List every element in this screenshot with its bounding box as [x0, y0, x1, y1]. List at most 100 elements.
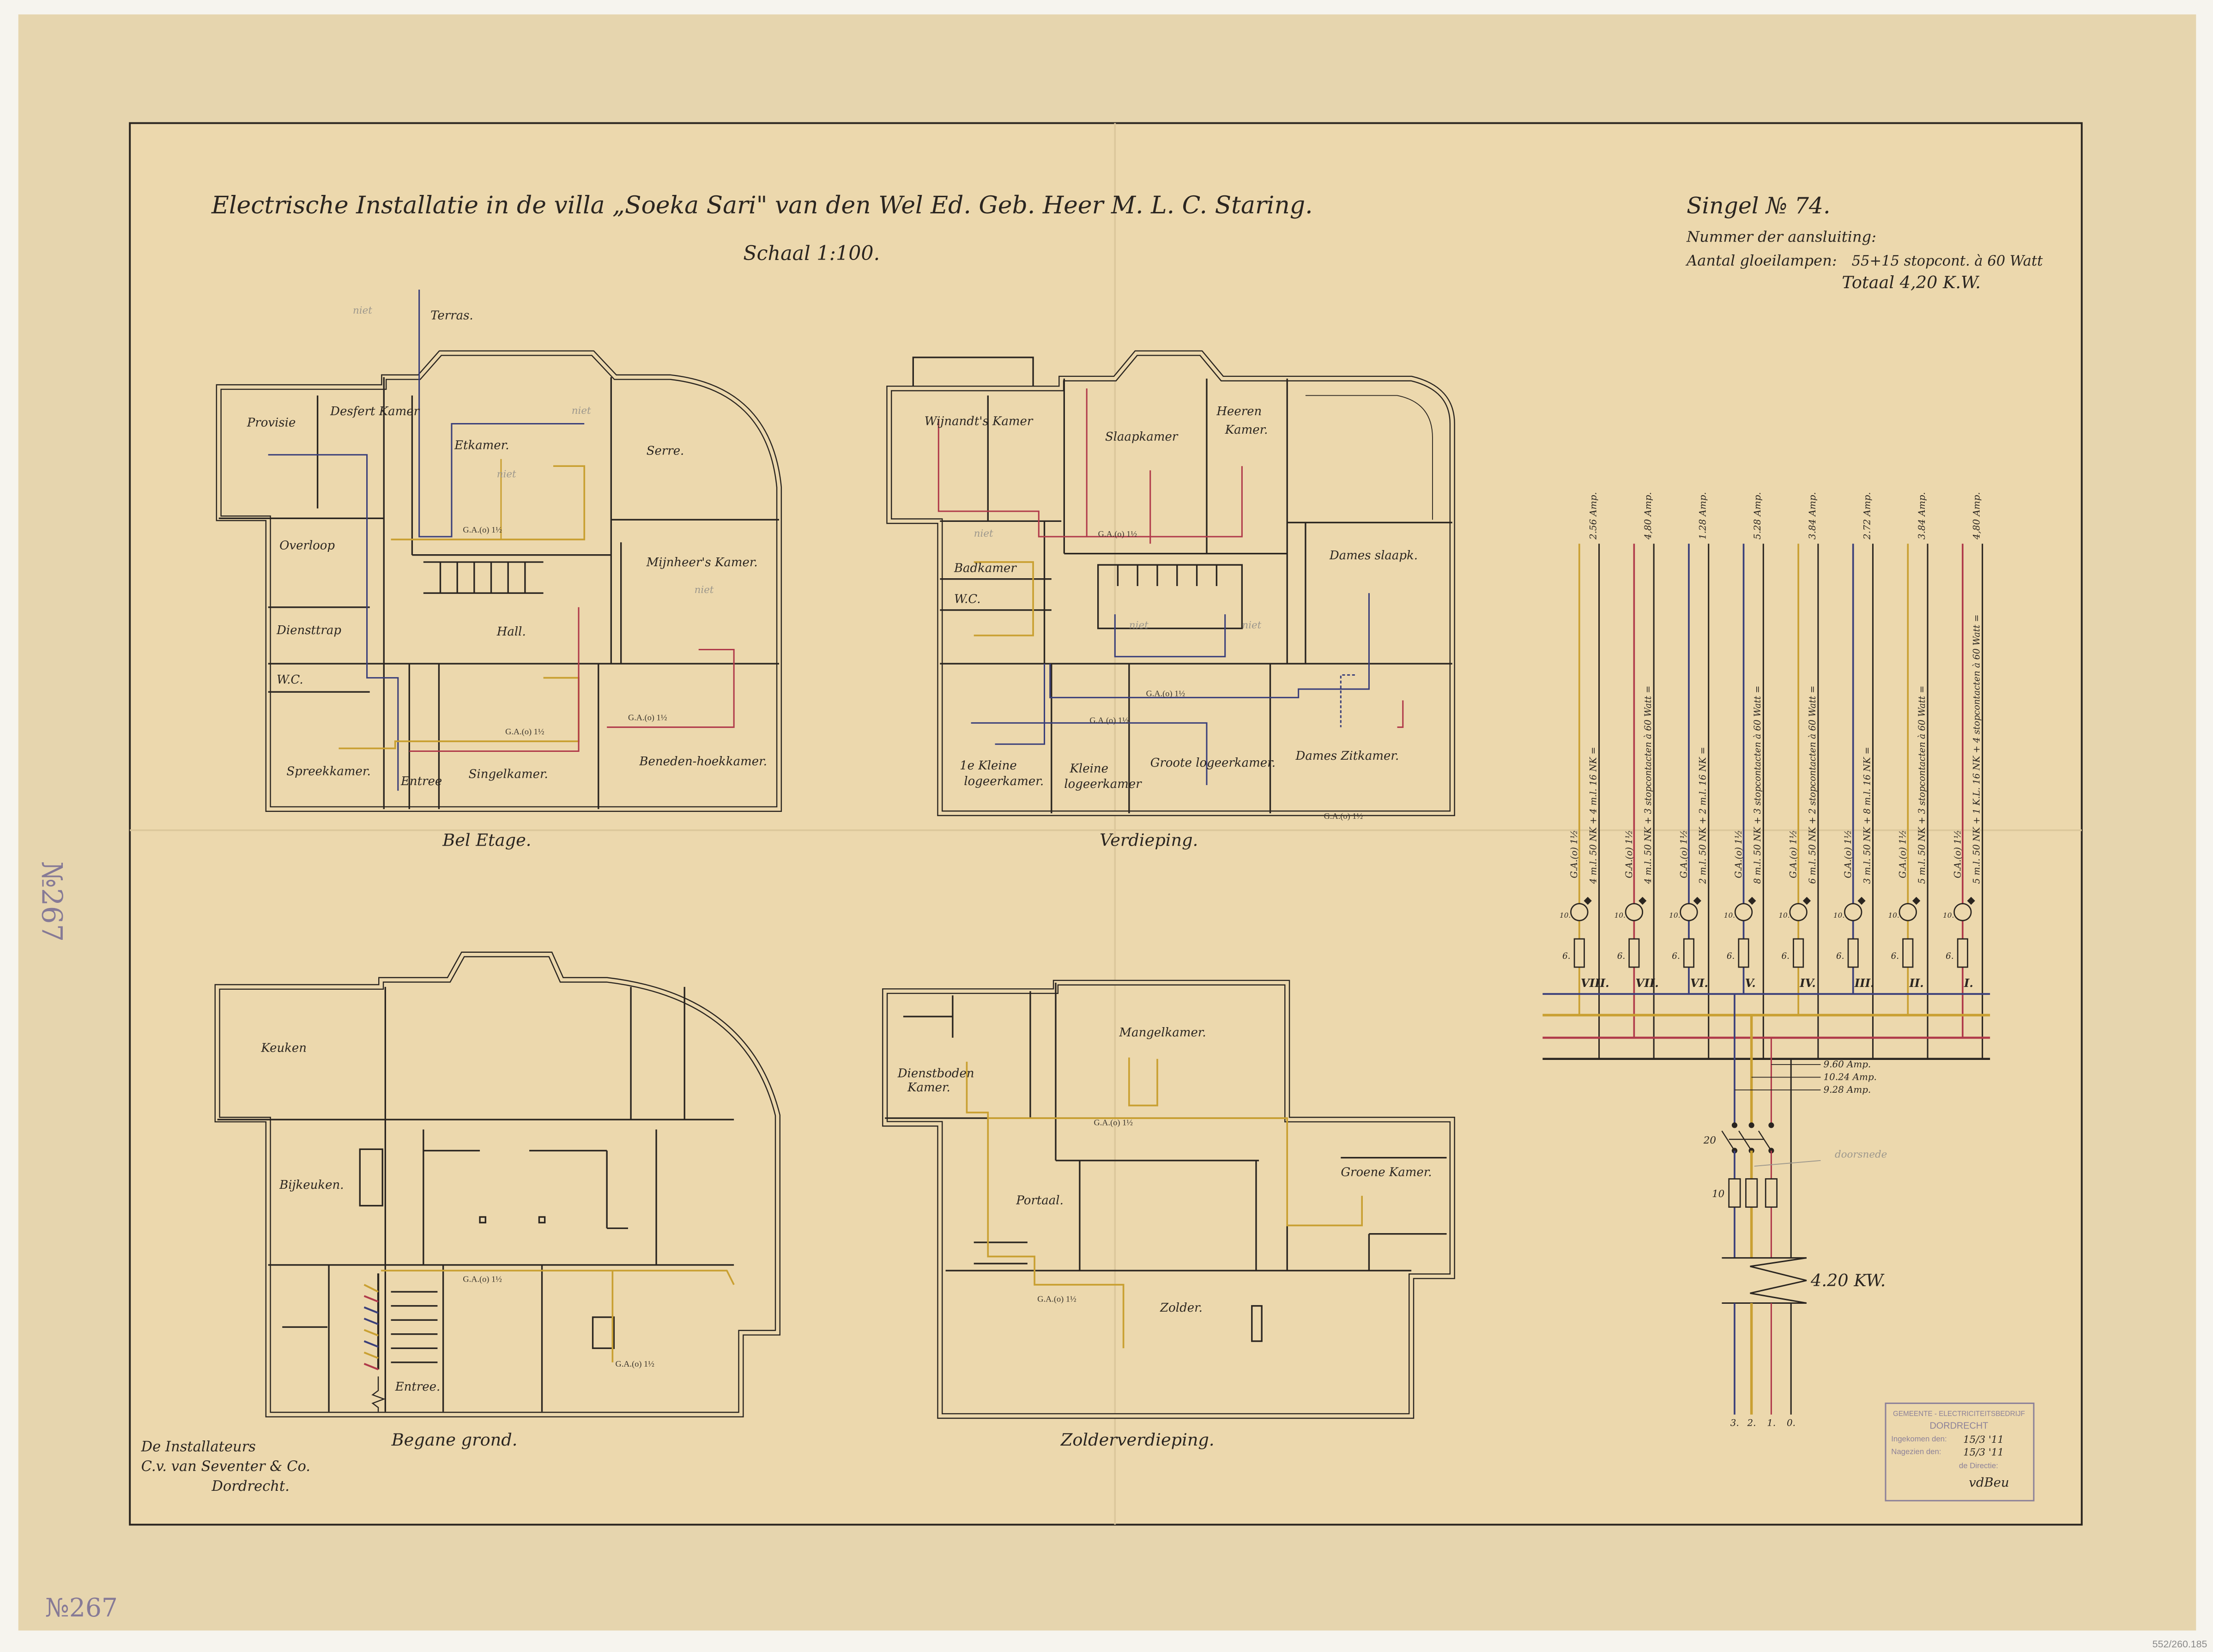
circuit-fuse-rating: 6.	[1781, 951, 1790, 961]
circuit-number: V.	[1745, 976, 1756, 990]
circuit-switch-rating: 10.	[1888, 911, 1899, 920]
circuit-switch-rating: 10.	[1724, 911, 1735, 920]
room-label: Kamer.	[907, 1081, 950, 1095]
room-label: Provisie	[247, 416, 296, 430]
stamp-checked-label: Nagezien den:	[1891, 1447, 1941, 1456]
stamp-org: GEMEENTE - ELECTRICITEITSBEDRIJF	[1893, 1410, 2025, 1418]
circuit-number: IV.	[1799, 976, 1816, 990]
circuit-switch-rating: 10.	[1560, 911, 1571, 920]
phase-current: 9.60 Amp.	[1824, 1059, 1871, 1070]
circuit-number: VI.	[1690, 976, 1708, 990]
connection-info: Singel № 74. Nummer der aansluiting: Aan…	[1685, 193, 2043, 292]
circuit-load: 4 m.l. 50 NK + 3 stopcontacten à 60 Watt…	[1643, 686, 1653, 884]
cable-label: G.A.(o) 1½	[1324, 811, 1363, 821]
circuit-cable: G.A.(o) 1½	[1569, 830, 1579, 878]
room-label: Kamer.	[1225, 423, 1268, 437]
address: Singel № 74.	[1687, 193, 1830, 219]
room-label: Overloop	[279, 539, 335, 553]
lamps-label: Aantal gloeilampen:	[1685, 252, 1837, 269]
cable-label: G.A.(o) 1½	[505, 727, 544, 737]
room-label: Beneden-hoekkamer.	[639, 755, 767, 769]
lamps-value: 55+15 stopcont. à 60 Watt	[1852, 253, 2044, 269]
pencil-note: niet	[497, 469, 516, 480]
circuit-switch-rating: 10.	[1943, 911, 1954, 920]
stamp-city: DORDRECHT	[1929, 1421, 1988, 1431]
circuit-fuse-rating: 6.	[1891, 951, 1899, 961]
circuit-cable: G.A.(o) 1½	[1843, 830, 1853, 878]
circuit-cable: G.A.(o) 1½	[1952, 830, 1963, 878]
circuit-load: 5 m.l. 50 NK + 3 stopcontacten à 60 Watt…	[1917, 686, 1927, 884]
room-label: Singelkamer.	[469, 768, 548, 781]
room-label: Portaal.	[1016, 1194, 1063, 1208]
room-label: Serre.	[647, 444, 684, 458]
distribution-board-sketch	[363, 1273, 386, 1412]
stamp-received-label: Ingekomen den:	[1891, 1434, 1947, 1443]
current-arrows	[1734, 1064, 1821, 1090]
circuit-number: VIII.	[1581, 976, 1609, 990]
installers-line: De Installateurs	[141, 1439, 256, 1455]
plan-title: Verdieping.	[1100, 830, 1198, 850]
phase-label: 0.	[1787, 1417, 1796, 1428]
pencil-note: niet	[572, 405, 591, 417]
archive-catalog-number: 552/260.185	[2153, 1639, 2207, 1650]
circuit-current: 5.28 Amp.	[1752, 492, 1763, 539]
circuit-current: 3.84 Amp.	[1807, 492, 1818, 539]
circuit-cable: G.A.(o) 1½	[1678, 830, 1689, 878]
circuit-switch-rating: 10.	[1614, 911, 1626, 920]
room-label: Badkamer	[954, 561, 1017, 575]
plan-title: Bel Etage.	[442, 830, 531, 850]
circuit-fuse	[1847, 938, 1859, 968]
circuit-fuse	[1628, 938, 1640, 968]
circuit-switch-handle-icon	[1584, 896, 1592, 905]
plan-title: Zolderverdieping.	[1060, 1430, 1215, 1450]
cable-label: G.A.(o) 1½	[1094, 1118, 1133, 1127]
circuit-switch	[1844, 903, 1862, 921]
circuit-switch-handle-icon	[1857, 896, 1866, 905]
installers-line: C.v. van Seventer & Co.	[141, 1458, 310, 1475]
phase-current: 9.28 Amp.	[1824, 1084, 1871, 1095]
room-label: Entree.	[395, 1380, 441, 1394]
circuit-fuse-rating: 6.	[1617, 951, 1626, 961]
room-label: Mangelkamer.	[1119, 1026, 1206, 1040]
stamp-checked-value: 15/3 '11	[1963, 1447, 2004, 1458]
room-label: Heeren	[1216, 405, 1262, 418]
circuit-load: 2 m.l. 50 NK + 2 m.l. 16 NK =	[1698, 747, 1708, 884]
room-label: Diensttrap	[276, 623, 341, 637]
room-label: logeerkamer	[1064, 777, 1142, 791]
cable-label: G.A.(o) 1½	[463, 1275, 502, 1284]
circuit-current: 2.56 Amp.	[1588, 492, 1598, 540]
pencil-note: niet	[1242, 620, 1261, 631]
cable-label: G.A.(o) 1½	[1037, 1294, 1076, 1304]
cable-label: G.A.(o) 1½	[628, 713, 667, 722]
connection-number-label: Nummer der aansluiting:	[1686, 228, 1876, 245]
circuit-current: 2.72 Amp.	[1862, 492, 1872, 540]
circuit-current: 1.28 Amp.	[1698, 492, 1708, 539]
circuit-fuse	[1683, 938, 1695, 968]
circuit-switch	[1789, 903, 1808, 921]
cable-label: G.A.(o) 1½	[1098, 529, 1137, 539]
circuit-switch-handle-icon	[1912, 896, 1921, 905]
cable-label: G.A.(o) 1½	[615, 1359, 654, 1369]
pencil-note: niet	[974, 528, 993, 539]
archive-number-side: №267	[36, 861, 68, 942]
room-label: W.C.	[277, 673, 303, 687]
pencil-note: niet	[353, 305, 372, 316]
circuit-switch-rating: 10.	[1833, 911, 1844, 920]
room-label: Entree	[400, 775, 442, 788]
phase-label: 3.	[1730, 1417, 1739, 1428]
circuit-fuse	[1902, 938, 1914, 968]
circuit-fuse-rating: 6.	[1727, 951, 1735, 961]
utility-stamp: GEMEENTE - ELECTRICITEITSBEDRIJF DORDREC…	[1885, 1402, 2035, 1501]
room-label: Terras.	[430, 309, 473, 322]
plan-bel-etage: G.A.(o) 1½ G.A.(o) 1½ G.A.(o) 1½ niet ni…	[216, 290, 782, 850]
stamp-received-value: 15/3 '11	[1963, 1434, 2004, 1446]
circuit-diagram: 10.6.VIII.2.56 Amp.4 m.l. 50 NK + 4 m.l.…	[1560, 492, 1983, 1059]
phase-label: 2.	[1747, 1417, 1756, 1428]
room-label: Groote logeerkamer.	[1150, 756, 1276, 770]
circuit-switch-handle-icon	[1639, 896, 1647, 905]
circuit-number: VII.	[1635, 976, 1658, 990]
busbars	[1542, 993, 1990, 1060]
meter-rating: 4.20 KW.	[1810, 1271, 1886, 1290]
circuit-cable: G.A.(o) 1½	[1788, 830, 1799, 878]
room-label: Zolder.	[1160, 1301, 1203, 1315]
